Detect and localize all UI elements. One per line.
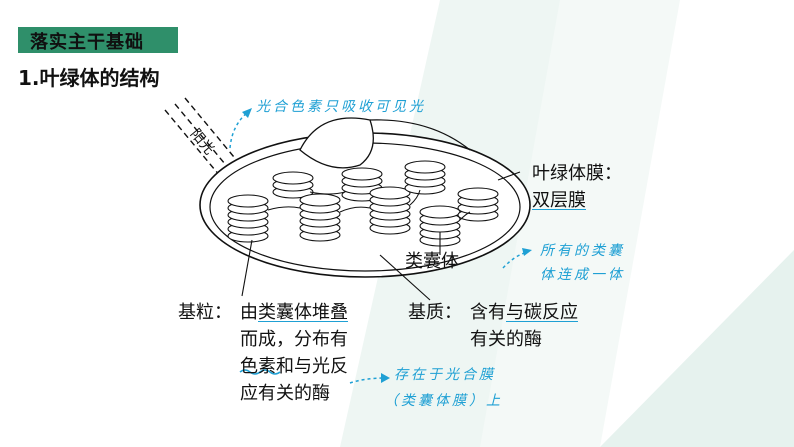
thylakoid-label: 类囊体 bbox=[405, 251, 459, 272]
stroma-prefix: 基质： bbox=[408, 302, 462, 323]
grana-line2: 而成，分布有 bbox=[240, 329, 348, 350]
granum bbox=[227, 194, 269, 243]
header-bar bbox=[18, 27, 178, 53]
grana-line3: 色素和与光反 bbox=[240, 355, 348, 379]
header-title: 落实主干基础 bbox=[30, 32, 144, 53]
grana-stacks bbox=[227, 160, 499, 247]
granum bbox=[272, 171, 314, 199]
section-title: 1.叶绿体的结构 bbox=[18, 66, 160, 90]
leader-lines bbox=[241, 171, 521, 301]
pigment-wavy-underline bbox=[239, 369, 281, 375]
grana-line3-a: 色素 bbox=[240, 356, 276, 377]
grana-prefix: 基粒： bbox=[178, 302, 232, 323]
grana-line1-b: 类囊体堆叠 bbox=[258, 302, 348, 323]
stroma-lamellae bbox=[267, 189, 471, 221]
grana-line4: 应有关的酶 bbox=[240, 383, 330, 404]
pigment-note-arrow bbox=[229, 111, 249, 149]
thylakoid-note-line2: 体连成一体 bbox=[540, 267, 625, 283]
membrane-note-line2: （类囊体膜）上 bbox=[384, 393, 503, 409]
bg-stripe-2 bbox=[480, 0, 680, 447]
membrane-note-arrow bbox=[349, 377, 386, 384]
membrane-label-line1: 叶绿体膜： bbox=[532, 163, 622, 184]
thylakoid-note-line1: 所有的类囊 bbox=[540, 243, 625, 259]
bg-corner bbox=[600, 250, 794, 447]
grana-line1-a: 由 bbox=[240, 302, 258, 323]
granum bbox=[457, 187, 499, 222]
membrane-note-line1: 存在于光合膜 bbox=[394, 367, 496, 383]
thylakoid-note-arrow bbox=[502, 251, 529, 269]
granum bbox=[369, 186, 411, 235]
stroma-line2: 有关的酶 bbox=[470, 329, 542, 350]
grana-line1: 由类囊体堆叠 bbox=[240, 301, 348, 325]
stroma-line1-a: 含有 bbox=[470, 302, 506, 323]
grana-line3-b: 和与光反 bbox=[276, 356, 348, 377]
granum bbox=[404, 160, 446, 195]
membrane-label-line2: 双层膜 bbox=[532, 190, 586, 211]
granum bbox=[299, 193, 341, 242]
cutaway bbox=[299, 117, 374, 169]
stroma-line1: 含有与碳反应 bbox=[470, 301, 578, 325]
pigment-note: 光合色素只吸收可见光 bbox=[256, 99, 426, 115]
stroma-line1-b: 与碳反应 bbox=[506, 302, 578, 323]
